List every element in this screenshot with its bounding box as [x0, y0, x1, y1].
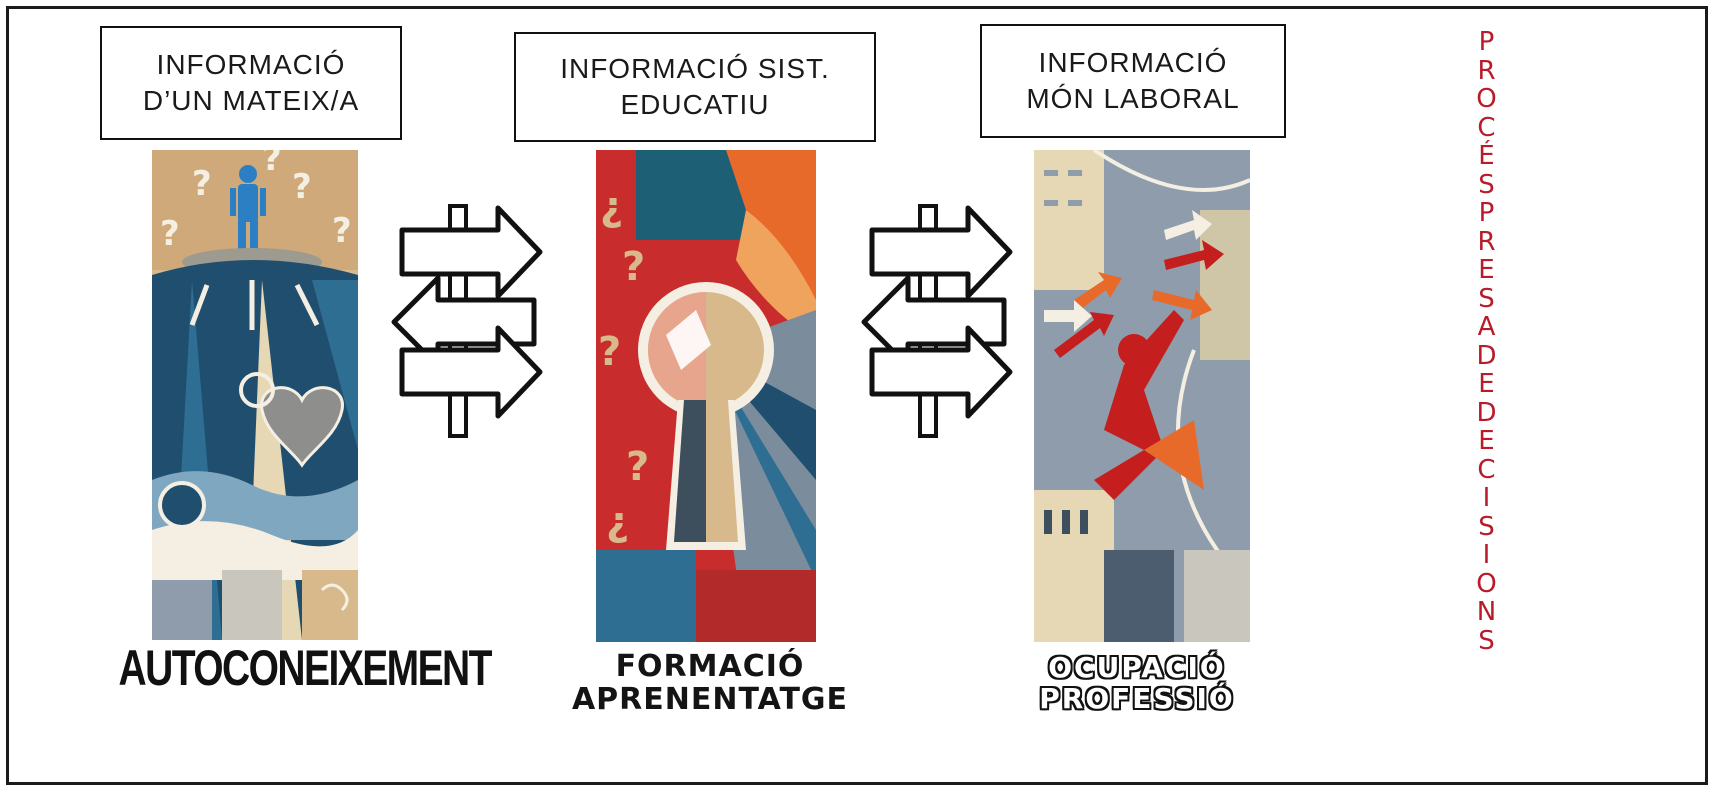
- side-title-letter: O: [1476, 84, 1498, 114]
- jumping-figure-icon: [1094, 310, 1204, 500]
- svg-text:?: ?: [332, 211, 352, 251]
- self-knowledge-illustration: ?? ?? ?: [152, 150, 358, 640]
- side-title-letter: E: [1478, 255, 1496, 285]
- svg-text:?: ?: [622, 244, 645, 290]
- info-box-education: INFORMACIÓ SIST. EDUCATIU: [514, 32, 876, 142]
- side-title-letter: S: [1478, 625, 1496, 656]
- side-title-letter: D: [1476, 340, 1498, 371]
- svg-text:?: ?: [192, 164, 212, 204]
- info-box-work: INFORMACIÓ MÓN LABORAL: [980, 24, 1286, 138]
- side-title-letter: I: [1482, 483, 1492, 513]
- person-icon: [230, 165, 266, 252]
- caption-education: FORMACIÓ APRENENTATGE: [571, 649, 849, 717]
- side-title-letter: E: [1478, 369, 1496, 399]
- svg-text:¿: ¿: [600, 184, 623, 230]
- svg-text:?: ?: [598, 329, 621, 375]
- svg-text:?: ?: [626, 444, 649, 490]
- side-title-letter: N: [1476, 597, 1498, 627]
- side-title-letter: P: [1478, 198, 1496, 228]
- svg-text:¿: ¿: [606, 499, 629, 545]
- keyhole-icon: [638, 282, 774, 550]
- side-title-letter: A: [1477, 312, 1497, 342]
- side-title-letter: S: [1478, 283, 1496, 314]
- svg-text:?: ?: [160, 214, 180, 254]
- side-title-letter: R: [1477, 55, 1497, 86]
- side-title-letter: R: [1477, 226, 1497, 257]
- signpost-arrows-icon: [388, 200, 548, 450]
- side-title-letter: C: [1477, 454, 1497, 485]
- svg-text:?: ?: [262, 150, 282, 179]
- caption-work: OCUPACIÓ PROFESSIÓ: [1039, 651, 1235, 715]
- side-title-letter: É: [1478, 141, 1496, 171]
- signpost-arrows-icon: [858, 200, 1018, 450]
- side-title-letter: S: [1478, 511, 1496, 542]
- direction-arrows: [1044, 210, 1224, 358]
- caption-self-knowledge: AUTOCONEIXEMENT: [118, 640, 493, 696]
- side-title-letter: S: [1478, 169, 1496, 200]
- education-illustration: ¿? ?? ¿: [596, 150, 816, 642]
- info-box-self: INFORMACIÓ D’UN MATEIX/A: [100, 26, 402, 140]
- side-title-letter: C: [1477, 112, 1497, 143]
- side-title-letter: P: [1478, 27, 1496, 57]
- work-illustration: [1034, 150, 1250, 642]
- side-title-letter: D: [1476, 397, 1498, 428]
- side-title-letter: O: [1476, 568, 1498, 599]
- svg-text:?: ?: [292, 167, 312, 207]
- side-title-letter: I: [1482, 540, 1492, 570]
- side-title-letter: E: [1478, 426, 1496, 456]
